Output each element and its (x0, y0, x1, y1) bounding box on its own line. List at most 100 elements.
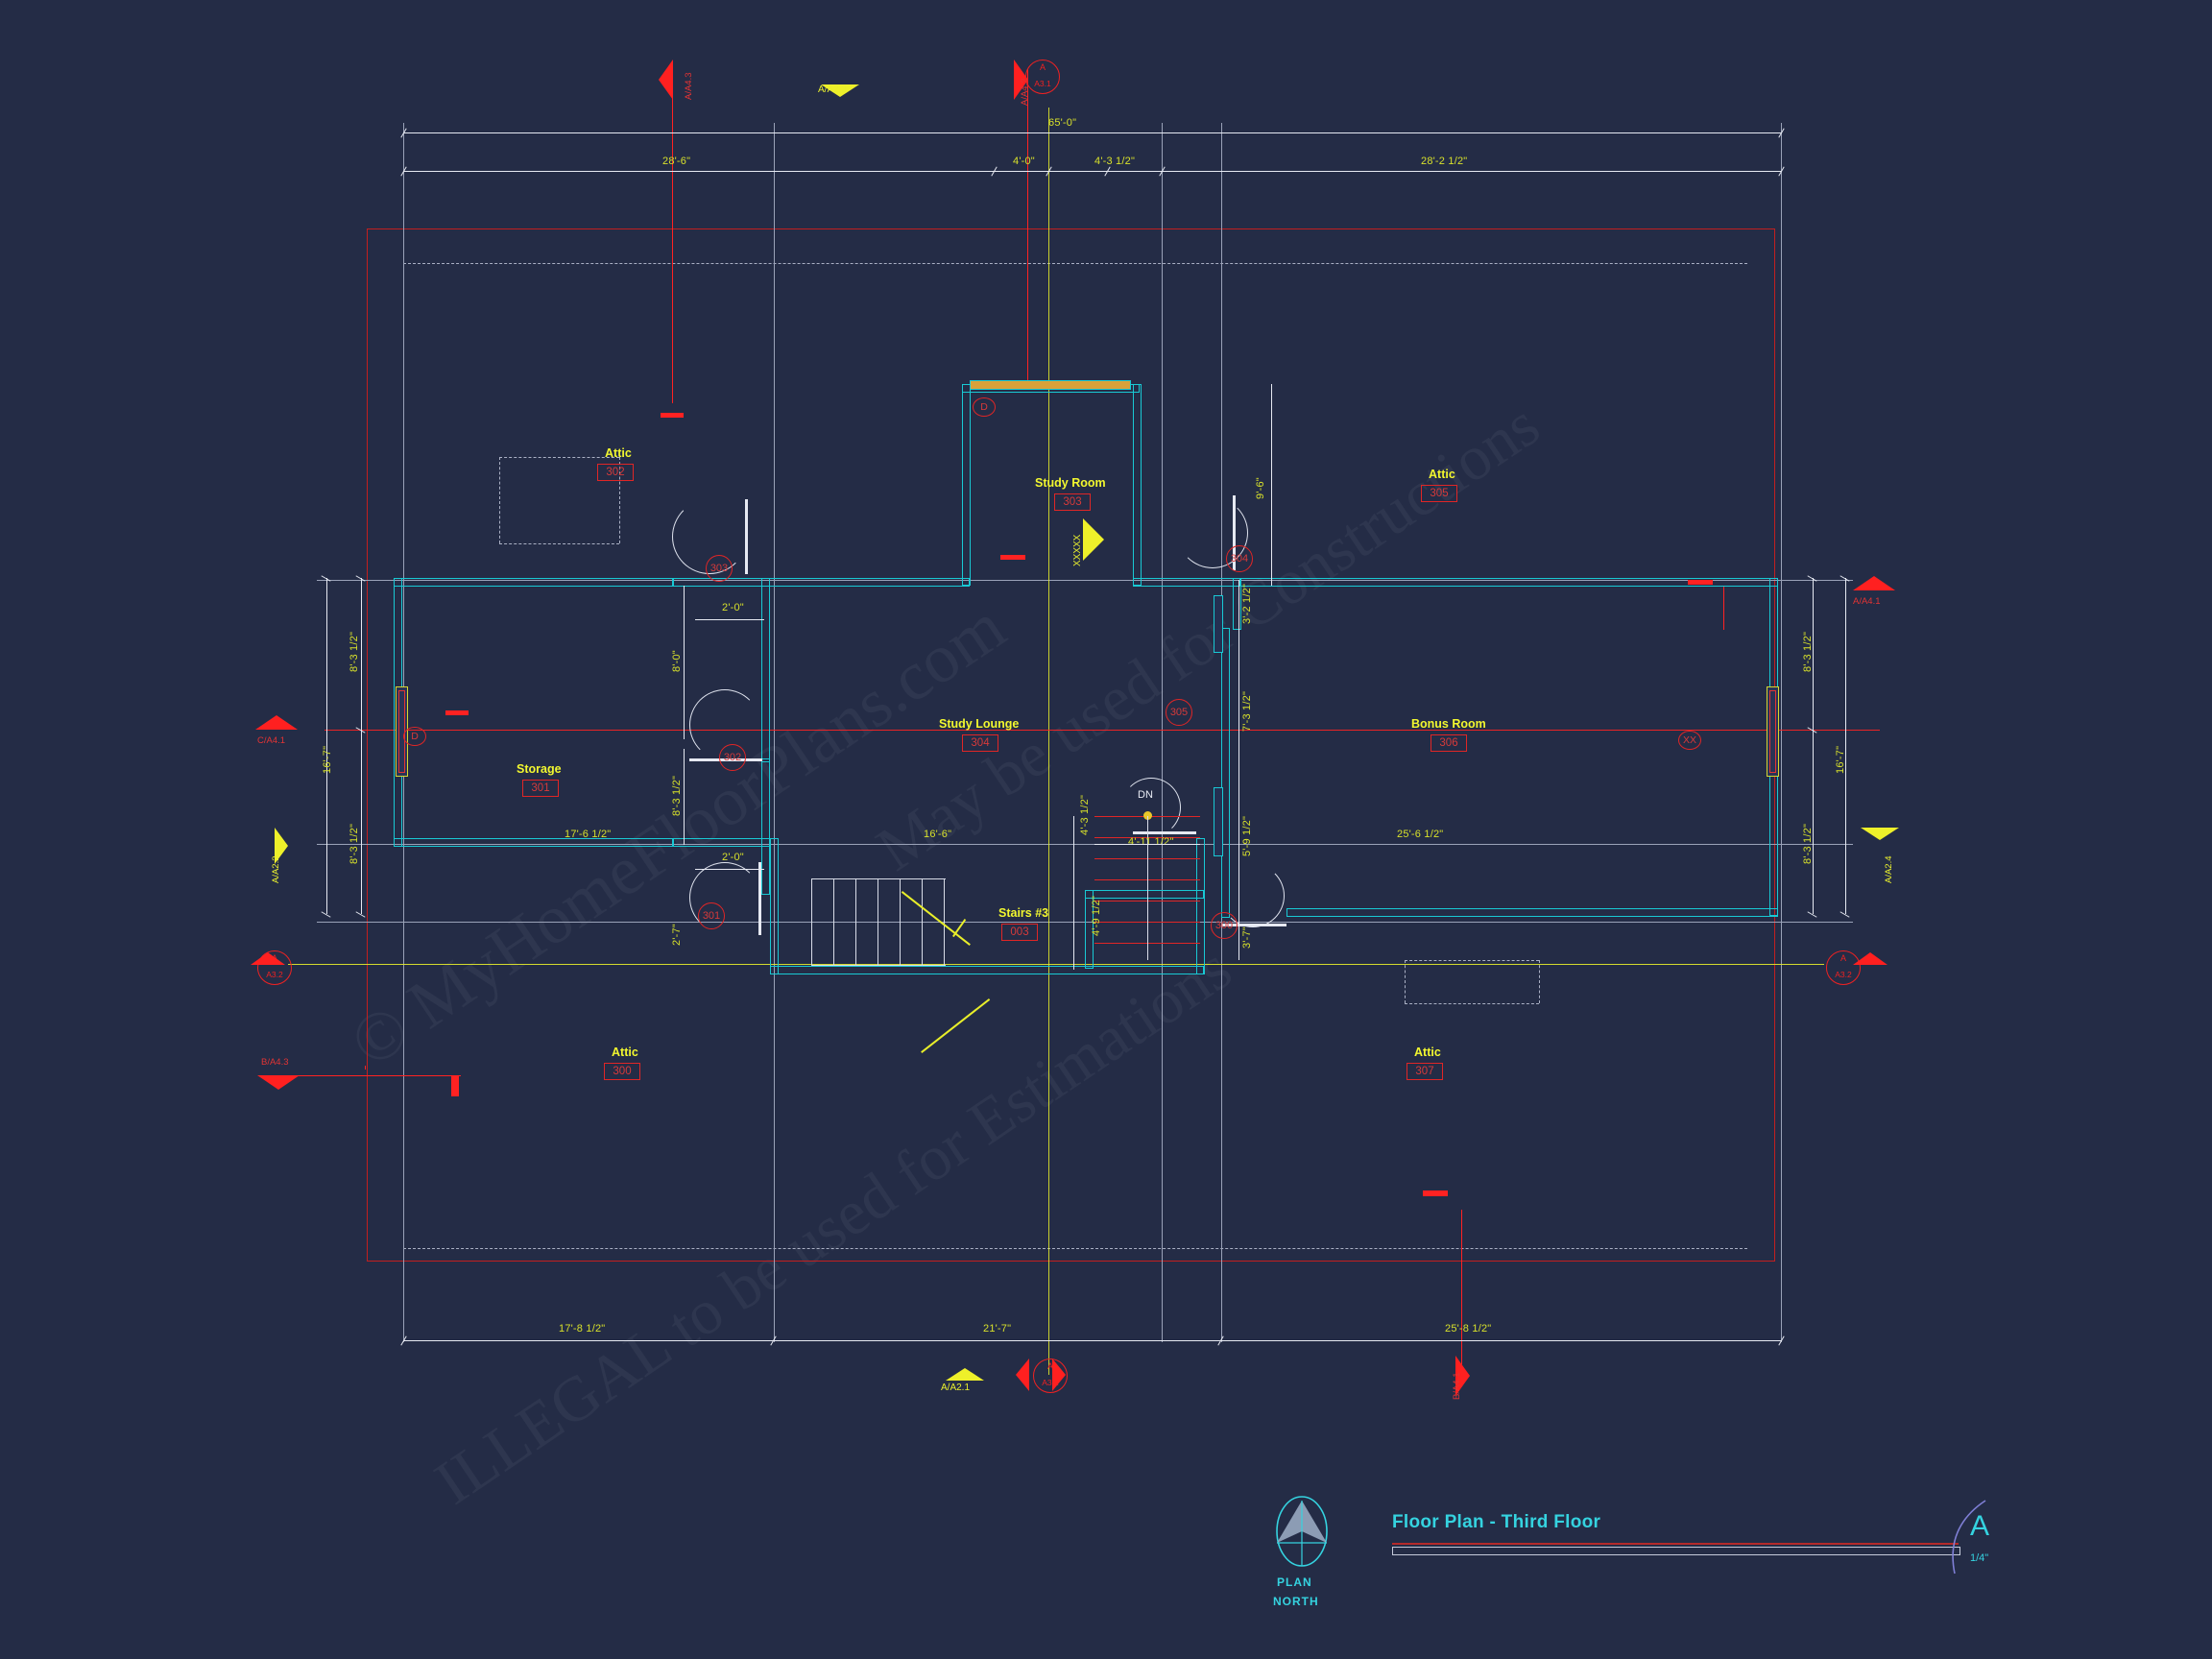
dim-line-int-8 (1094, 844, 1200, 845)
marker-A-A31-bottom-arrow-r (1052, 1358, 1066, 1391)
stair-break-line-3 (921, 998, 991, 1053)
attic-307-boundary-top (1405, 960, 1539, 961)
marker-A-A32-right-upper: A (1839, 953, 1846, 963)
marker-A-A32-left-lower: A3.2 (266, 970, 283, 979)
title-block-title: Floor Plan - Third Floor (1392, 1512, 1601, 1532)
dim-line-int-4 (695, 869, 764, 870)
dim-top-overall: 65'-0" (1048, 117, 1077, 129)
door-leaf-305 (1133, 831, 1196, 834)
marker-A-A24-arrow[interactable] (1861, 828, 1899, 840)
section-line-right-upper (1723, 586, 1724, 630)
marker-A-A31-bottom-arrow-l (1016, 1358, 1029, 1391)
dim-int-8-0: 8'-0" (671, 650, 683, 672)
north-arrow (1267, 1493, 1336, 1579)
dim-line-int-2 (684, 586, 685, 739)
dim-top-3: 4'-3 1/2" (1094, 156, 1136, 167)
room-tag-study-lounge: 304 (962, 734, 998, 752)
wall-right-bottom (1286, 908, 1778, 917)
red-flag-center (1000, 555, 1025, 560)
marker-B-A43-arrow[interactable] (257, 1075, 300, 1090)
attic-307-boundary-left (1405, 960, 1406, 1003)
marker-A-A32-right-bubble[interactable]: A A3.2 (1826, 950, 1861, 985)
dim-line-bottom (403, 1340, 1781, 1341)
door-tag-301: 301 (698, 902, 725, 929)
wall-right-top (1233, 578, 1778, 587)
section-line-bottom-left (365, 1066, 366, 1070)
roof-outline-bottom (367, 1261, 1775, 1262)
dim-int-2-0-b: 2'-0" (722, 852, 744, 863)
watermark-line2: ILLEGAL to be used for Estimations (422, 932, 1244, 1519)
door-tag-304: 304 (1226, 545, 1253, 572)
dim-line-int-6 (1271, 384, 1272, 586)
marker-B-A41-arrow[interactable] (1455, 1356, 1470, 1396)
dim-int-3-2: 3'-2 1/2" (1241, 583, 1253, 624)
stair-dn-line (1147, 816, 1148, 960)
marker-A-A21-arrow[interactable] (946, 1368, 984, 1381)
room-name-stairs-3: Stairs #3 (998, 906, 1049, 920)
marker-A-A22-label: A/A2.2 (271, 855, 281, 883)
title-block: PLAN NORTH Floor Plan - Third Floor A 1/… (1248, 1493, 1997, 1618)
room-name-study-lounge: Study Lounge (939, 717, 1020, 731)
marker-C-A41-arrow[interactable] (255, 715, 298, 730)
dim-int-16-6: 16'-6" (924, 829, 952, 840)
wall-center-vert (962, 578, 971, 586)
marker-A-A43-arrow[interactable] (659, 60, 673, 100)
door-leaf-301 (758, 862, 761, 935)
red-flag-bottom-right (1423, 1190, 1448, 1196)
roof-ridge-top (403, 263, 1747, 264)
section-line-A-A42 (1027, 69, 1028, 386)
dim-int-2-0-a: 2'-0" (722, 602, 744, 613)
marker-A-A24-label: A/A2.4 (1884, 855, 1894, 883)
dim-right-3: 8'-3 1/2" (1802, 823, 1814, 864)
roof-outline-left (367, 228, 368, 1261)
marker-A-A31-top-bubble[interactable]: A A3.1 (1025, 60, 1060, 94)
roof-ridge-bottom (403, 1248, 1747, 1249)
marker-A-A42-arrow[interactable] (1014, 60, 1028, 100)
dim-line-right-inner (1813, 578, 1814, 914)
room-tag-storage: 301 (522, 780, 559, 797)
marker-B-A41-label: B/A4.1 (1452, 1372, 1462, 1400)
grid-line-E (1781, 123, 1782, 1342)
wall-left-top (394, 578, 674, 587)
section-line-A-A43 (672, 69, 673, 403)
dim-int-25-6: 25'-6 1/2" (1397, 829, 1444, 840)
grid-line-B (774, 123, 775, 1342)
red-flag-bottom-left (451, 1075, 459, 1096)
marker-A-A23-arrow[interactable] (821, 84, 859, 97)
door-leaf-300 (1221, 924, 1286, 926)
dim-int-9-6: 9'-6" (1255, 477, 1266, 499)
dim-line-int-5 (1238, 580, 1239, 960)
grid-line-2 (317, 844, 1853, 845)
attic-307-boundary-bot (1405, 1003, 1539, 1004)
marker-A-A31-bottom-upper: A (1046, 1361, 1053, 1371)
marker-A-A31-bottom-bubble[interactable]: A A3.1 (1033, 1358, 1068, 1393)
study-room-direction-arrow (1083, 518, 1104, 561)
attic-302-boundary-left (499, 457, 500, 543)
marker-A-A23-label: A/A2.3 (818, 84, 848, 95)
room-tag-stairs-3: 003 (1001, 924, 1038, 941)
section-line-horizontal (288, 964, 1824, 965)
room-tag-attic-305: 305 (1421, 485, 1457, 502)
stair-run-left (811, 878, 946, 966)
dim-int-17-6: 17'-6 1/2" (565, 829, 612, 840)
sheet-scale: 1/4" (1970, 1552, 1989, 1564)
dim-line-int-7 (1073, 816, 1074, 970)
marker-A-A22-arrow[interactable] (275, 828, 288, 864)
door-tag-302: 302 (719, 744, 746, 771)
dim-int-4-3: 4'-3 1/2" (1079, 794, 1091, 835)
door-tag-303: 303 (706, 555, 733, 582)
dim-int-3-7: 3'-7" (1241, 926, 1253, 949)
room-name-bonus-room: Bonus Room (1411, 717, 1486, 731)
window-bonus-left2 (1214, 787, 1223, 856)
dim-line-left-outer (326, 578, 327, 914)
window-tag-study: D (973, 397, 996, 417)
room-name-attic-302: Attic (605, 446, 632, 460)
study-room-direction-label: XXXXX (1072, 534, 1083, 566)
room-tag-attic-302: 302 (597, 464, 634, 481)
room-name-attic-307: Attic (1414, 1046, 1441, 1059)
room-tag-attic-307: 307 (1407, 1063, 1443, 1080)
dim-bottom-1: 17'-8 1/2" (559, 1323, 606, 1334)
marker-A-A41-arrow[interactable] (1853, 576, 1895, 590)
wall-studyroom-right (1133, 384, 1142, 586)
